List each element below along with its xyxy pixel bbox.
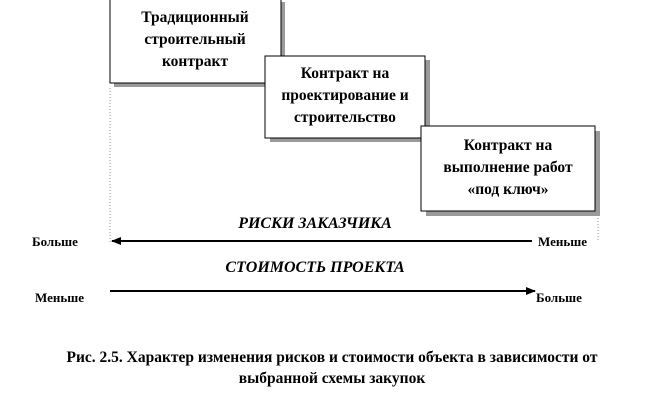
box-2-line-1: Контракт на [301, 65, 390, 82]
risk-right-label: Меньше [538, 234, 587, 249]
risk-axis-title: РИСКИ ЗАКАЗЧИКА [237, 215, 392, 232]
box-design-build-contract: Контракт на проектирование и строительст… [264, 55, 430, 142]
box-2-line-2: проектирование и [281, 87, 408, 104]
box-traditional-contract: Традиционный строительный контракт [109, 0, 285, 87]
box-1-line-1: Традиционный [141, 9, 248, 26]
box-3-line-3: «под ключ» [467, 181, 548, 198]
box-turnkey-contract: Контракт на выполнение работ «под ключ» [420, 125, 600, 216]
box-3-line-2: выполнение работ [443, 159, 573, 176]
cost-left-label: Меньше [35, 290, 84, 305]
figure-caption-line-2: выбранной схемы закупок [239, 370, 426, 387]
box-1-line-2: строительный [144, 31, 245, 48]
figure-caption-line-1: Рис. 2.5. Характер изменения рисков и ст… [67, 349, 598, 366]
box-2-line-3: строительство [294, 109, 396, 126]
cost-axis-title: СТОИМОСТЬ ПРОЕКТА [225, 259, 405, 276]
box-3-line-1: Контракт на [464, 137, 553, 154]
risk-left-label: Больше [32, 234, 78, 249]
box-1-line-3: контракт [162, 53, 229, 70]
cost-right-label: Больше [536, 290, 582, 305]
